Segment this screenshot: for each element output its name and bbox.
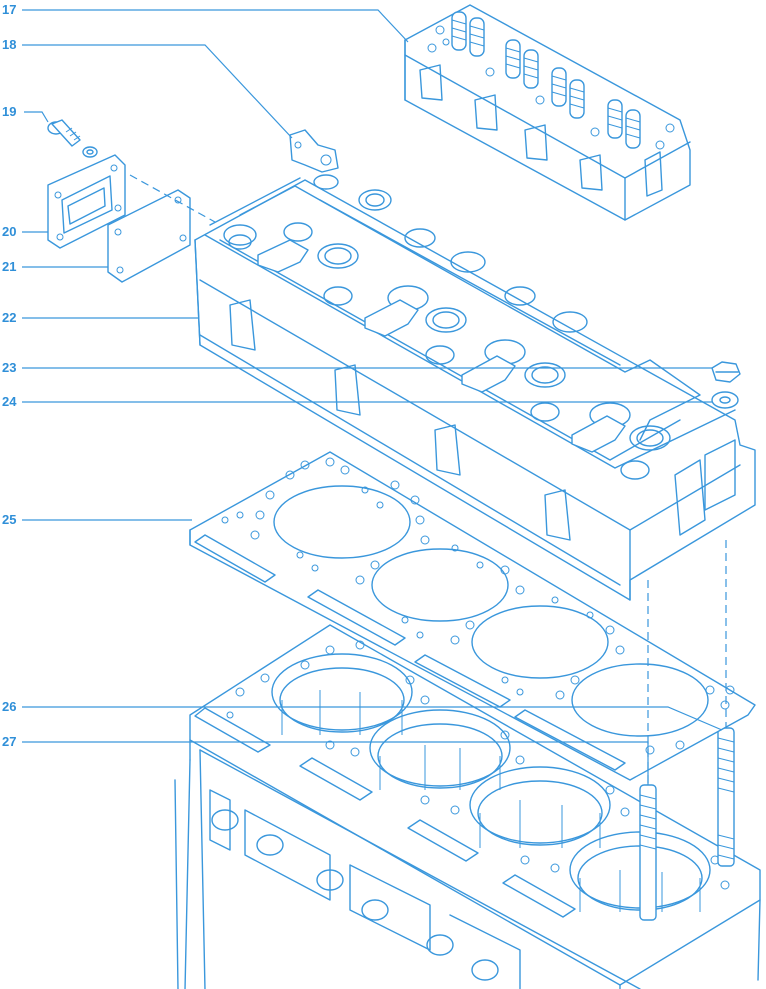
- callout-26: 26: [2, 699, 16, 714]
- cylinder-bores: [271, 653, 711, 912]
- lifting-bracket: [289, 129, 339, 190]
- cylinder-head: [194, 177, 756, 601]
- engine-block: [174, 624, 761, 989]
- callout-18: 18: [2, 37, 16, 52]
- cover-alignment-line: [129, 174, 216, 223]
- callout-17: 17: [2, 2, 16, 17]
- cover-bolt: [47, 119, 98, 158]
- cylinder-head-assembly: [404, 4, 691, 221]
- head-nut: [711, 361, 741, 383]
- callout-21: 21: [2, 259, 16, 274]
- callout-24: 24: [2, 394, 17, 409]
- callout-labels: 17 18 19 20 21 22 23 24 25 26 27: [2, 2, 17, 749]
- callout-22: 22: [2, 310, 16, 325]
- valve-springs: [451, 11, 641, 149]
- callout-20: 20: [2, 224, 16, 239]
- cylinder-head-ports: [223, 189, 671, 480]
- head-gasket: [189, 451, 756, 781]
- side-cover-gasket: [107, 189, 191, 283]
- callout-27: 27: [2, 734, 16, 749]
- gasket-holes: [221, 457, 735, 755]
- callout-19: 19: [2, 104, 16, 119]
- leader-lines: [22, 9, 723, 785]
- callout-25: 25: [2, 512, 16, 527]
- callout-23: 23: [2, 360, 16, 375]
- side-cover-plate: [47, 154, 126, 249]
- head-washer: [711, 391, 739, 409]
